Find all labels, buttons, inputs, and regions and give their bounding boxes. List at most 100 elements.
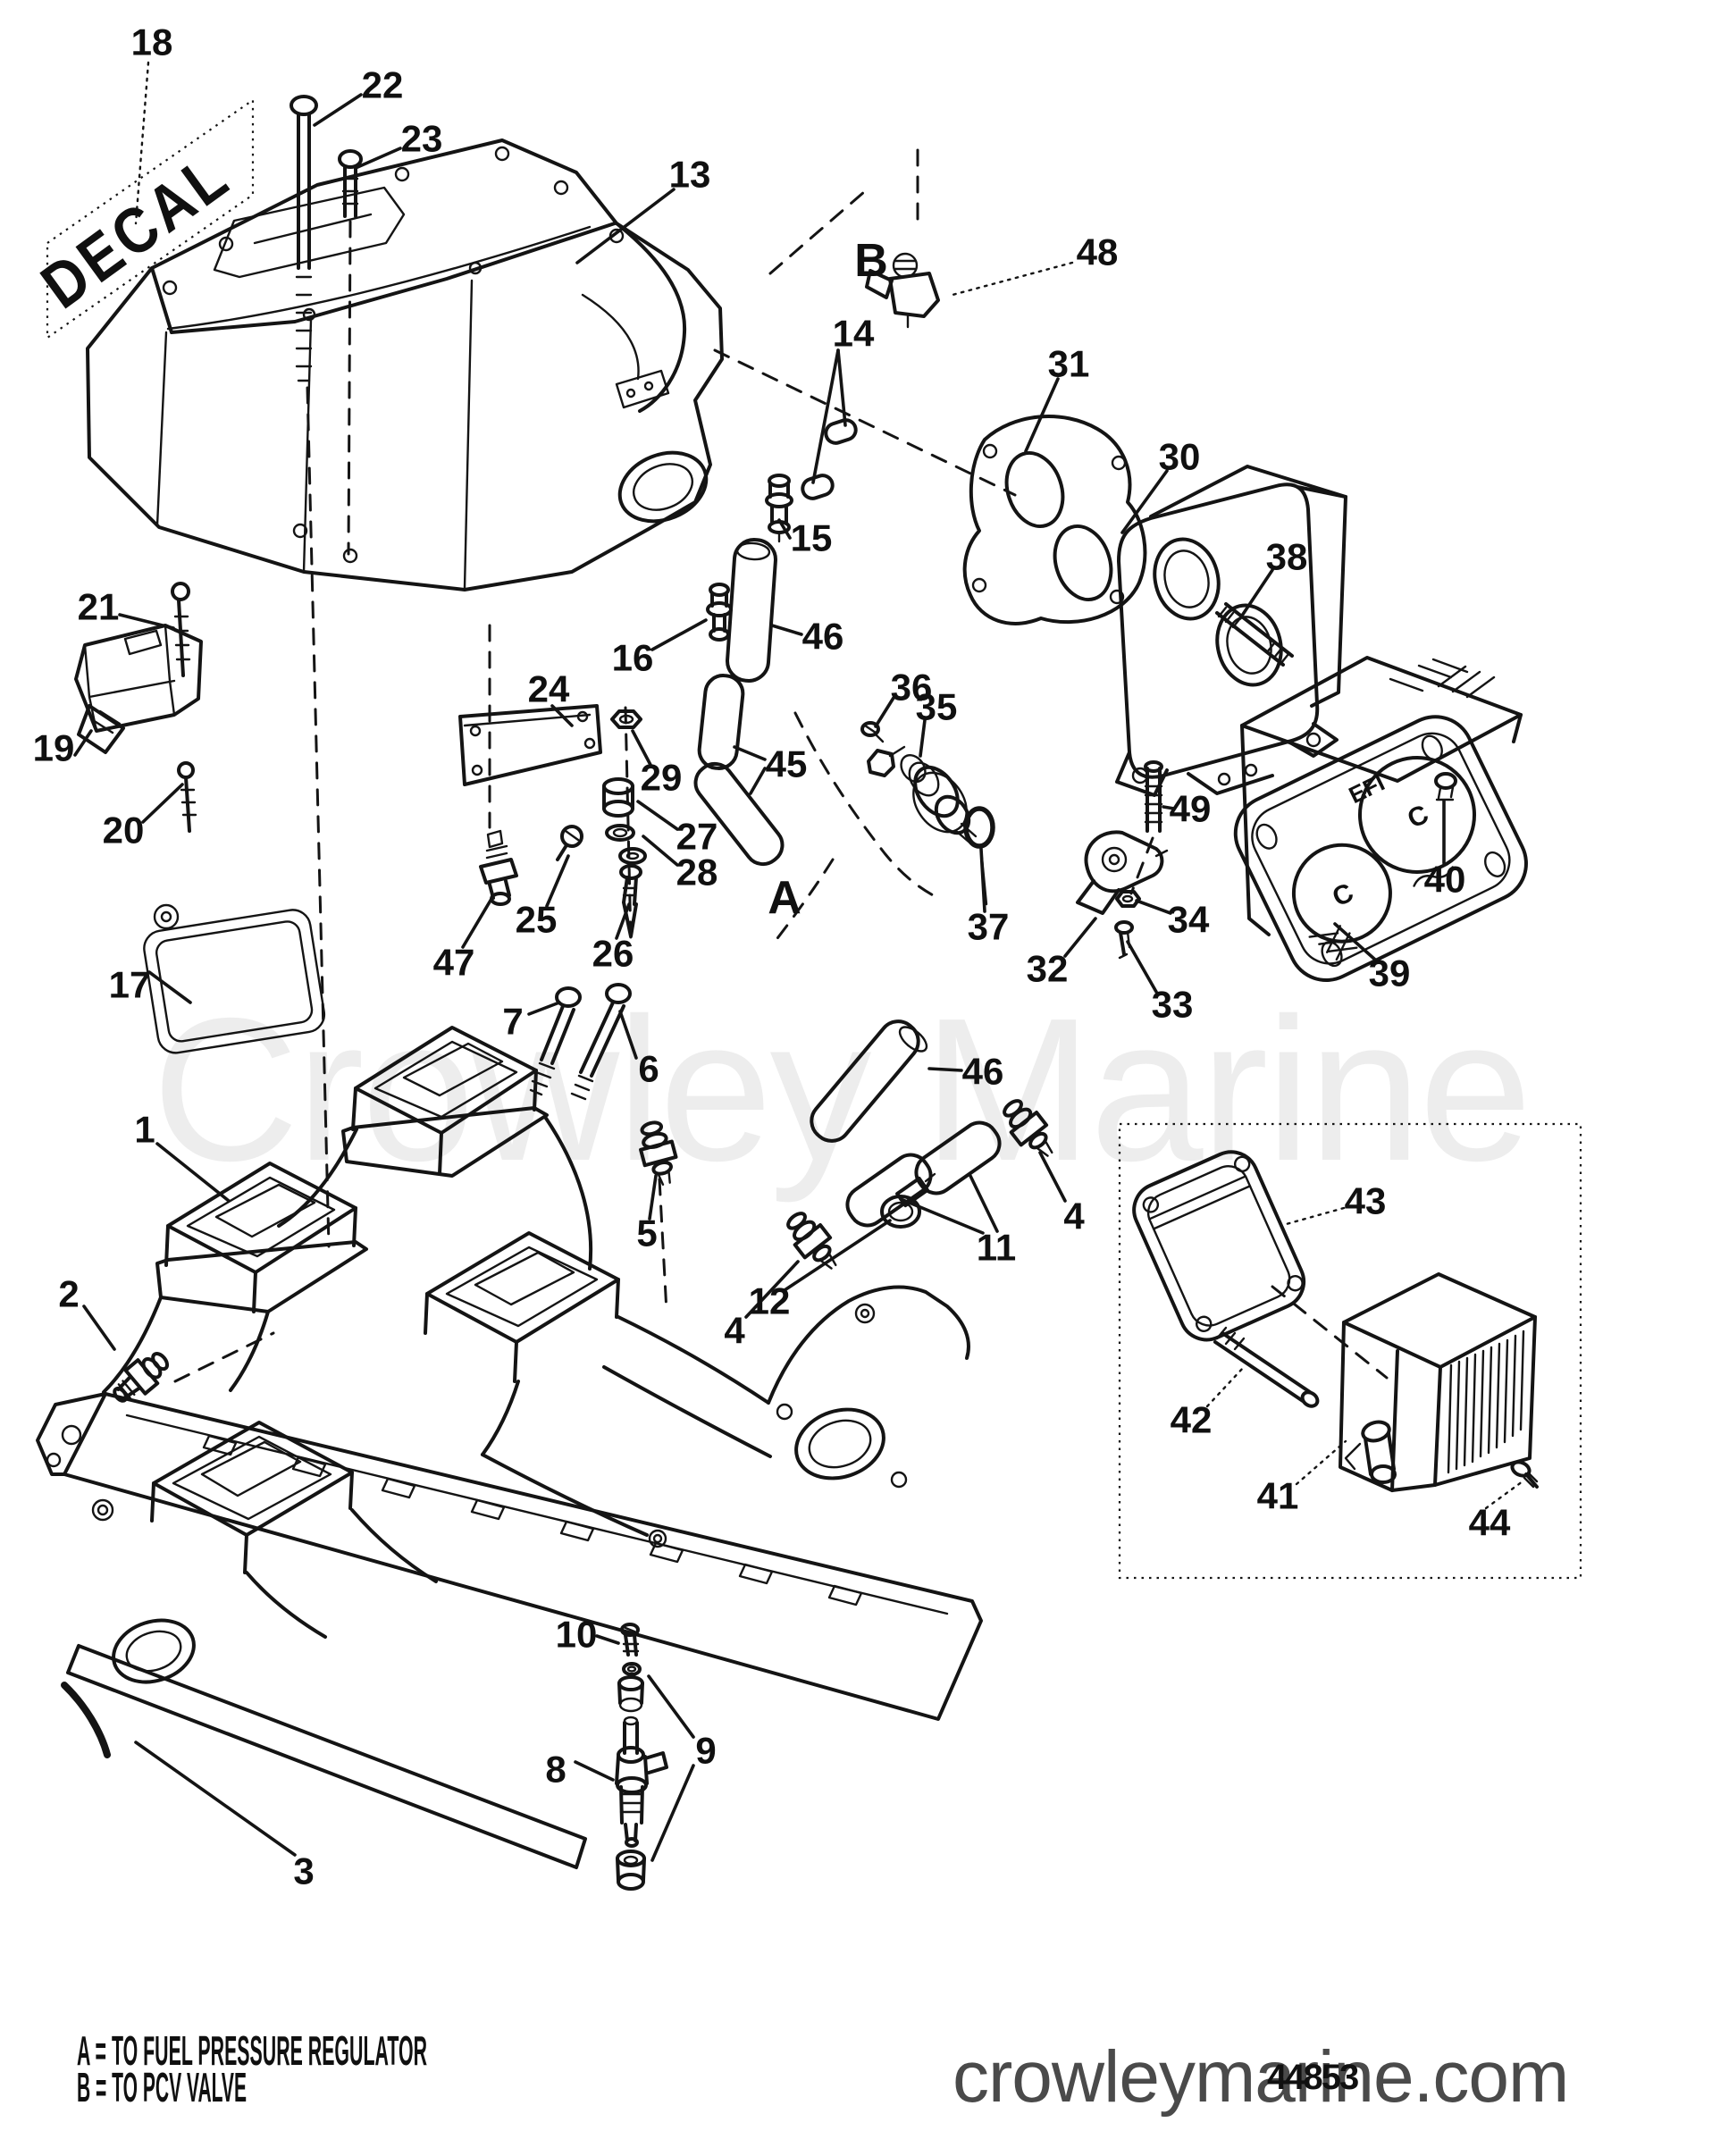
callout-23: 23	[401, 118, 443, 160]
leader-line-33	[1126, 940, 1158, 994]
fitting-4-second	[1003, 1099, 1053, 1157]
callout-43: 43	[1345, 1180, 1387, 1222]
callout-31: 31	[1048, 343, 1090, 385]
sleeves-11	[845, 1120, 1002, 1228]
callout-28: 28	[676, 851, 718, 893]
lower-manifold-1	[36, 1026, 983, 1721]
leader-line-2	[82, 1305, 116, 1351]
leader-line-45	[733, 745, 767, 761]
reference-letters-layer: AB	[768, 235, 888, 924]
callout-22: 22	[362, 64, 404, 106]
callout-15: 15	[791, 517, 833, 559]
reference-letter-B: B	[854, 235, 888, 287]
leader-line-30	[1120, 469, 1169, 534]
callout-4: 4	[724, 1310, 745, 1352]
leader-line-25	[545, 854, 570, 908]
leader-line-13	[575, 188, 676, 264]
callout-35: 35	[916, 686, 958, 728]
callout-40: 40	[1424, 859, 1466, 901]
leader-line-39	[1333, 922, 1377, 961]
leader-line-37	[979, 847, 986, 913]
fitting-16	[706, 583, 733, 642]
callout-11: 11	[977, 1227, 1016, 1269]
callout-7: 7	[502, 1001, 523, 1043]
leader-line-45	[749, 767, 767, 795]
callout-25: 25	[516, 899, 558, 941]
legend-line-b: B = TO PCV VALVE	[77, 2064, 247, 2110]
callout-3: 3	[293, 1850, 314, 1892]
c-marking-left: C	[1328, 877, 1358, 912]
callout-9: 9	[695, 1730, 716, 1772]
fitting-5	[639, 1120, 678, 1186]
callout-41: 41	[1257, 1475, 1299, 1517]
alignment-dashed-guides	[173, 148, 1389, 1383]
leader-line-19	[73, 729, 93, 757]
leader-line-22	[313, 93, 363, 127]
hoses-45-46	[693, 538, 928, 1143]
site-credit: crowleymarine.com	[953, 2036, 1568, 2118]
leader-line-9	[650, 1764, 695, 1862]
callout-24: 24	[528, 668, 570, 710]
inset-box	[1118, 1122, 1582, 1580]
leader-line-17	[147, 970, 192, 1004]
drawing-number: 44853	[1267, 2058, 1358, 2097]
callout-45: 45	[766, 743, 808, 785]
reference-letter-A: A	[768, 872, 801, 924]
bracket-24-stack	[458, 704, 647, 938]
bolts-7-6	[529, 983, 632, 1101]
bolts-22-23	[290, 95, 363, 382]
cover-41	[1339, 1272, 1537, 1492]
callout-17: 17	[109, 964, 151, 1006]
leader-line-46	[770, 624, 803, 636]
iac-valve-35	[860, 721, 995, 906]
c-marking-right: C	[1403, 800, 1433, 835]
leader-line-14	[836, 348, 847, 427]
screw-25	[556, 825, 583, 861]
gasket-3	[61, 1644, 587, 1869]
fitting-4-first	[786, 1212, 837, 1270]
callout-14: 14	[833, 313, 875, 355]
leader-line-43	[1281, 1206, 1346, 1227]
leader-line-3	[134, 1741, 297, 1857]
leader-line-35	[919, 718, 927, 758]
leader-line-4	[1038, 1151, 1067, 1203]
leader-line-24	[550, 704, 574, 727]
callout-33: 33	[1152, 984, 1194, 1026]
callout-30: 30	[1159, 436, 1201, 478]
stud-38	[1215, 602, 1294, 667]
callout-21: 21	[78, 586, 120, 628]
decal-text: DECAL	[29, 139, 243, 323]
callout-44: 44	[1469, 1502, 1511, 1544]
callout-49: 49	[1170, 788, 1212, 830]
leader-line-28	[642, 835, 679, 867]
callout-37: 37	[968, 906, 1010, 948]
module-19-hardware	[74, 582, 203, 833]
leader-line-14	[811, 348, 840, 484]
gasket-43	[1132, 1150, 1306, 1342]
leader-line-27	[636, 800, 679, 831]
leader-line-5	[648, 1174, 658, 1221]
flame-arrestor-39: EFI C C	[1233, 656, 1528, 982]
callout-2: 2	[58, 1273, 79, 1315]
leader-line-47	[461, 897, 493, 949]
callout-13: 13	[669, 154, 711, 196]
leader-line-11	[969, 1174, 999, 1233]
callout-4: 4	[1063, 1195, 1085, 1237]
callout-16: 16	[612, 637, 654, 679]
leader-line-18	[134, 61, 150, 225]
gasket-31	[962, 415, 1147, 625]
stud-42	[1213, 1326, 1320, 1408]
leader-line-4	[744, 1260, 800, 1319]
leader-line-32	[1063, 917, 1097, 958]
leader-line-11	[899, 1197, 985, 1235]
leader-line-41	[1295, 1439, 1347, 1486]
leader-line-1	[155, 1142, 231, 1203]
sensor-47	[479, 829, 518, 906]
leader-line-9	[647, 1674, 695, 1739]
caps-14	[801, 418, 858, 500]
leader-line-26	[615, 902, 631, 940]
callout-10: 10	[556, 1614, 598, 1656]
